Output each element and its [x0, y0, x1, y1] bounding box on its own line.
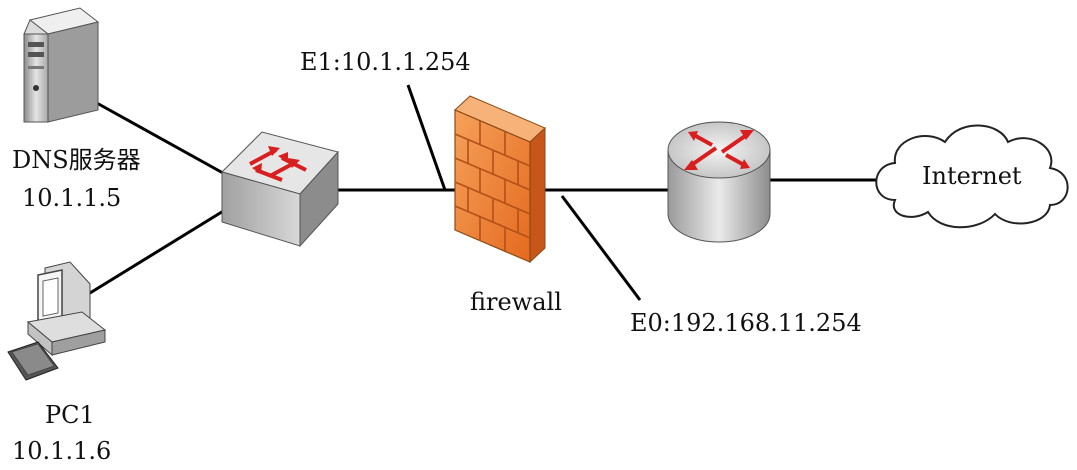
- firewall-icon: [454, 95, 546, 264]
- pc-icon: [7, 261, 107, 381]
- e1-interface-label: E1:10.1.1.254: [300, 48, 471, 76]
- router-icon: [667, 121, 771, 243]
- link-pc-switch: [89, 208, 226, 295]
- e0-interface-label: E0:192.168.11.254: [630, 309, 862, 337]
- dns-server-name: DNS服务器: [12, 146, 141, 174]
- internet-cloud-icon: [875, 124, 1069, 229]
- internet-label: Internet: [922, 162, 1022, 190]
- switch-icon: [221, 131, 339, 248]
- pc-ip: 10.1.1.6: [12, 437, 112, 465]
- switch-arrows-icon: [249, 146, 307, 182]
- links: [89, 84, 885, 301]
- e0-label-pointer: [560, 195, 642, 301]
- dns-server-icon: [23, 7, 100, 123]
- router-arrows-icon: [684, 130, 754, 170]
- e1-label-pointer: [406, 84, 447, 191]
- link-dns-switch: [94, 100, 233, 180]
- pc-name: PC1: [45, 401, 95, 429]
- firewall-label: firewall: [470, 288, 562, 316]
- dns-server-ip: 10.1.1.5: [22, 184, 122, 212]
